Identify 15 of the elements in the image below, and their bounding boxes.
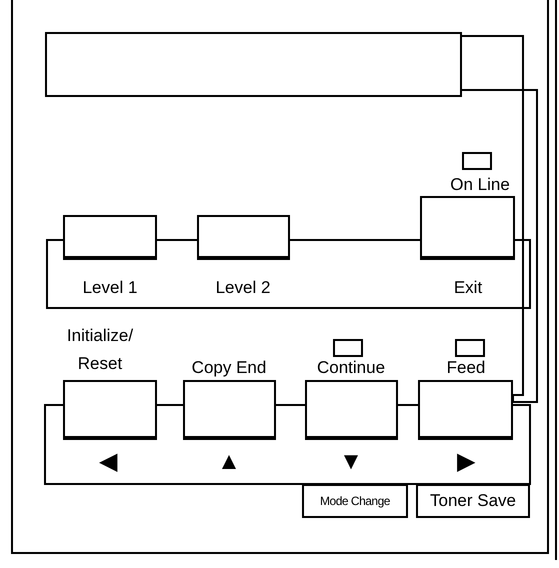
button-label: Feed — [446, 358, 486, 378]
button-label: On Line — [450, 175, 510, 195]
arrow-symbol: ◀ — [99, 452, 117, 472]
button-label: Continue — [316, 358, 386, 378]
arrow-symbol: ▶ — [457, 452, 475, 472]
button-label: Copy End — [192, 358, 266, 378]
button-label: Level 1 — [82, 278, 138, 298]
button-label: Level 2 — [216, 278, 270, 298]
button-label: Toner Save — [430, 491, 516, 511]
connecting-cable — [461, 35, 538, 403]
button-label: Exit — [454, 278, 482, 298]
arrow-symbol: ▲ — [217, 452, 241, 472]
button-label: Mode Change — [320, 493, 390, 510]
button-label: Initialize/ Reset — [66, 325, 134, 375]
arrow-symbol: ▼ — [339, 452, 363, 472]
